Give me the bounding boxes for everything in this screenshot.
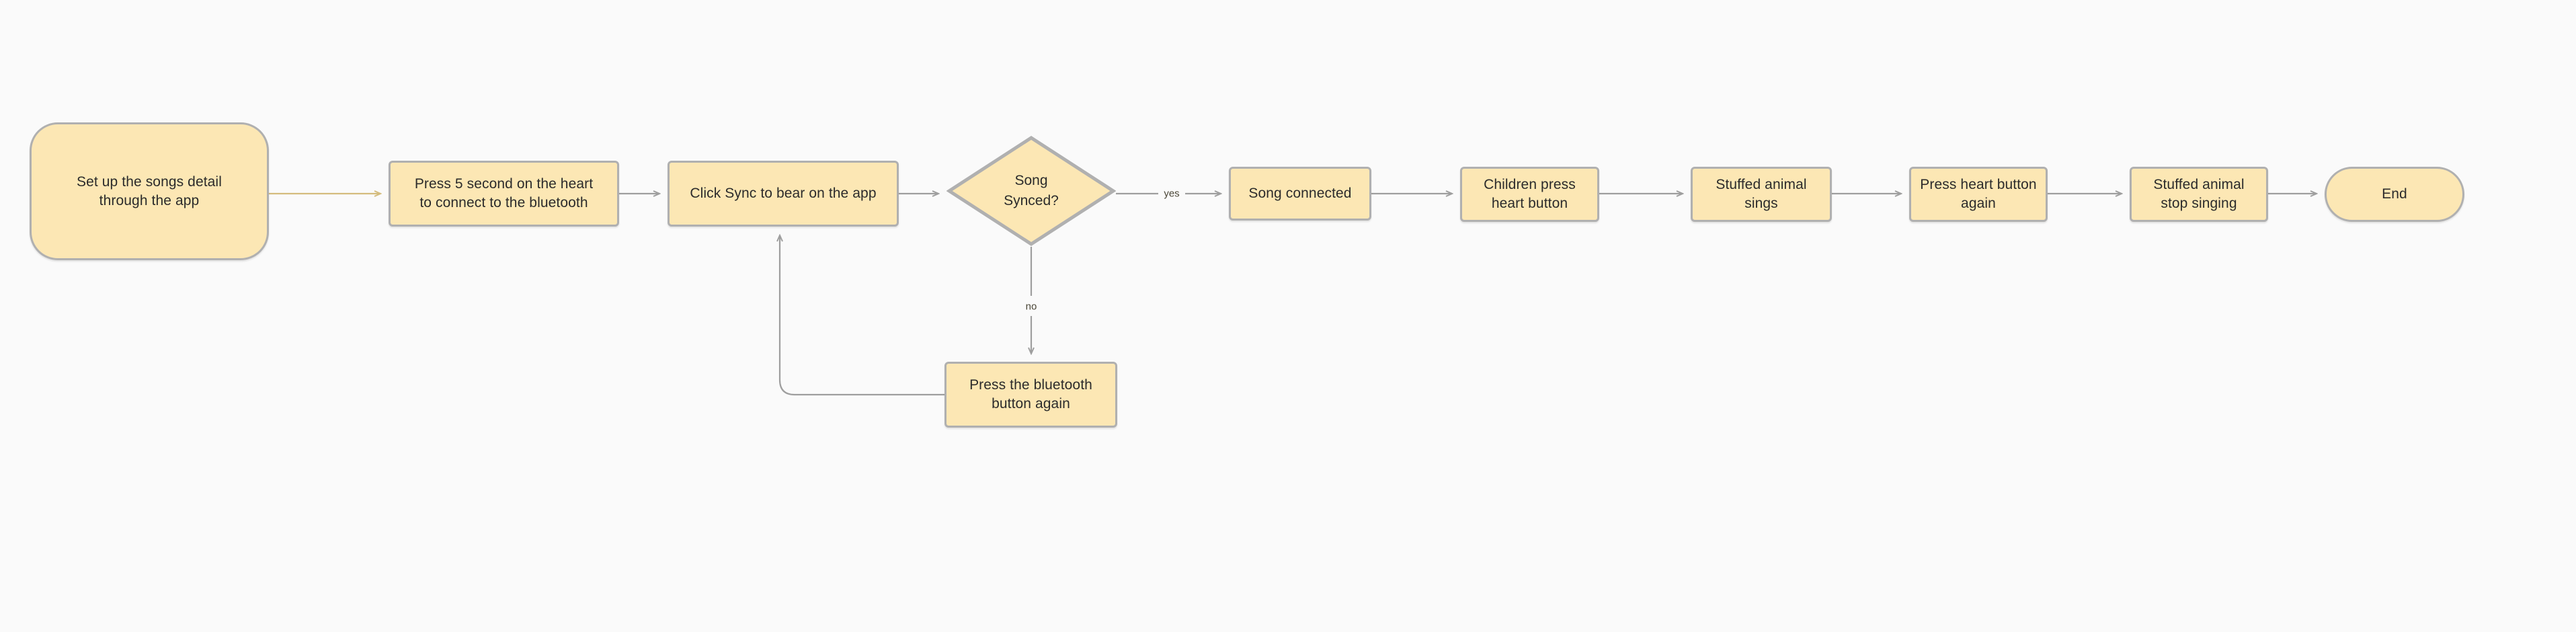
- node-song-connected[interactable]: Song connected: [1229, 167, 1371, 221]
- node-children-press-heart-button[interactable]: Children press heart button: [1460, 167, 1599, 222]
- node-end-label: End: [2382, 186, 2407, 202]
- diamond-shape: [946, 136, 1117, 246]
- node-press-heart-button-again[interactable]: Press heart button again: [1909, 167, 2048, 222]
- node-stuffed-animal-stop-singing-label: Stuffed animal stop singing: [2153, 177, 2245, 211]
- node-click-sync[interactable]: Click Sync to bear on the app: [668, 161, 899, 227]
- node-stuffed-animal-stop-singing[interactable]: Stuffed animal stop singing: [2130, 167, 2268, 222]
- node-start[interactable]: Set up the songs detail through the app: [30, 122, 269, 260]
- edge-bluetooth-to-sync: [780, 235, 944, 396]
- node-children-press-heart-button-label: Children press heart button: [1484, 177, 1576, 211]
- node-song-synced-label: Song Synced?: [1004, 173, 1059, 208]
- edge-label-yes: yes: [1160, 187, 1183, 200]
- node-song-synced-decision[interactable]: Song Synced?: [946, 135, 1117, 247]
- node-press-5-seconds[interactable]: Press 5 second on the heart to connect t…: [389, 161, 619, 227]
- node-click-sync-label: Click Sync to bear on the app: [690, 186, 877, 202]
- node-stuffed-animal-sings[interactable]: Stuffed animal sings: [1691, 167, 1832, 222]
- node-press-bluetooth-button-again[interactable]: Press the bluetooth button again: [944, 362, 1117, 428]
- node-press-5-seconds-label: Press 5 second on the heart to connect t…: [414, 176, 594, 210]
- node-stuffed-animal-sings-label: Stuffed animal sings: [1716, 177, 1807, 211]
- node-song-connected-label: Song connected: [1248, 186, 1352, 202]
- node-press-heart-button-again-label: Press heart button again: [1920, 177, 2037, 211]
- node-end[interactable]: End: [2325, 167, 2464, 222]
- node-start-label: Set up the songs detail through the app: [77, 173, 222, 208]
- edge-label-no: no: [1022, 300, 1041, 313]
- node-press-bluetooth-button-again-label: Press the bluetooth button again: [969, 377, 1092, 411]
